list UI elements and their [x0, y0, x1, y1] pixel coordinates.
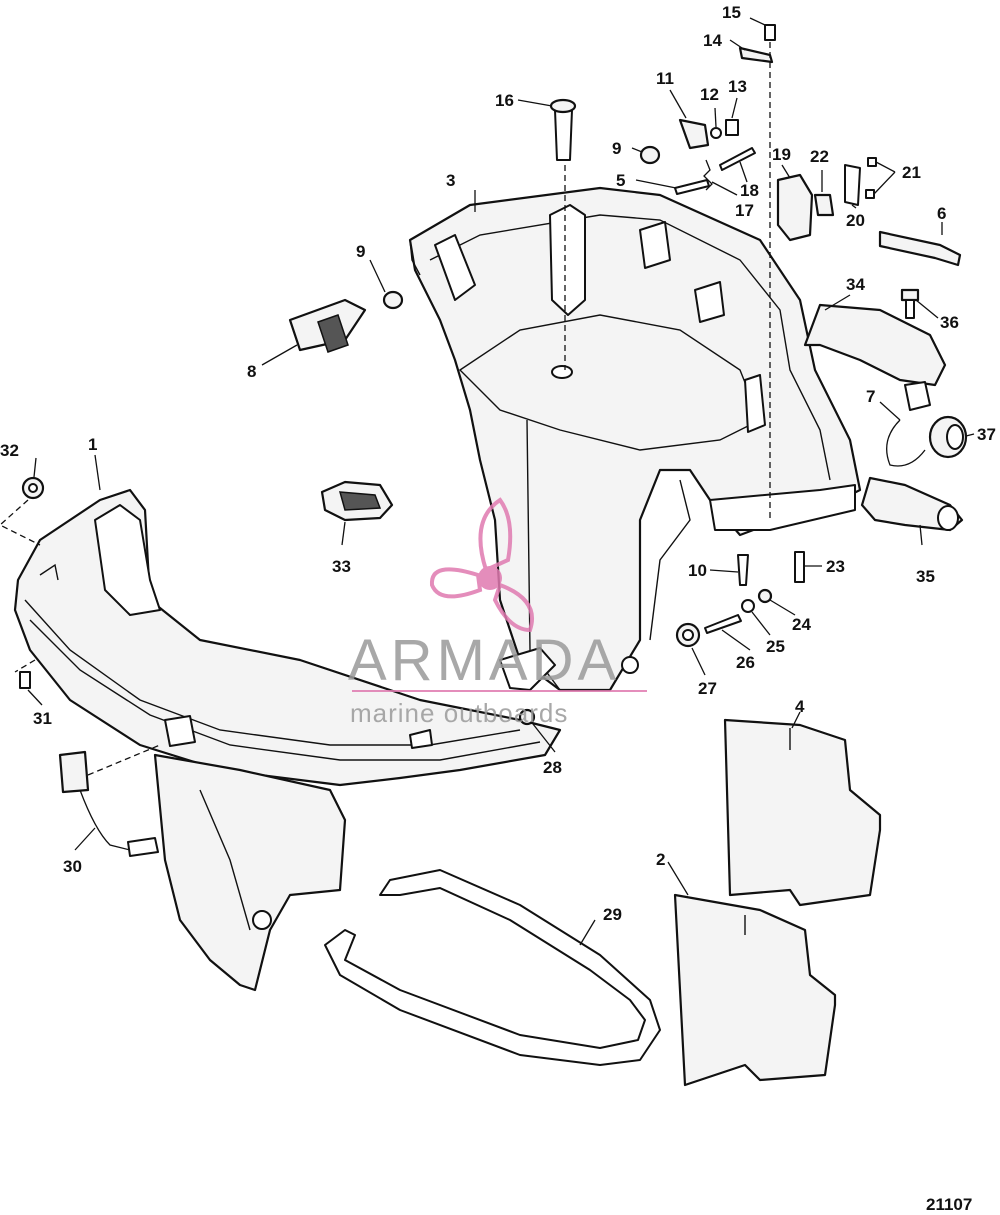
callout-23: 23 [826, 557, 845, 576]
callout-5: 5 [616, 171, 625, 190]
callout-20: 20 [846, 211, 865, 230]
part-6-strip [878, 230, 962, 267]
watermark: ARMADA marine outboards [348, 497, 647, 728]
callout-28: 28 [543, 758, 562, 777]
callout-34: 34 [846, 275, 865, 294]
callout-17: 17 [735, 201, 754, 220]
part-36-bolt [900, 288, 920, 319]
part-11-lever [678, 118, 710, 150]
callout-9-left: 9 [356, 242, 365, 261]
part-31-screw [19, 671, 31, 689]
callout-13: 13 [728, 77, 747, 96]
callout-29: 29 [603, 905, 622, 924]
callout-36: 36 [940, 313, 959, 332]
part-14-clip [738, 46, 774, 64]
part-9-nut-top [639, 145, 661, 165]
callout-27: 27 [698, 679, 717, 698]
propeller-logo-icon [429, 497, 534, 633]
callout-4: 4 [795, 697, 805, 716]
part-20-plate [844, 164, 861, 206]
callout-35: 35 [916, 567, 935, 586]
part-24-nut [757, 588, 773, 604]
callout-labels: 1 2 3 4 5 6 7 8 9 9 10 11 12 13 14 15 16… [0, 3, 996, 924]
part-10-pin [737, 554, 749, 586]
part-37-grommet [928, 415, 968, 459]
part-13-screw [725, 119, 739, 136]
part-5-pin [674, 179, 710, 195]
callout-2: 2 [656, 850, 665, 869]
part-25-washer [741, 599, 755, 613]
callout-25: 25 [766, 637, 785, 656]
callout-6: 6 [937, 204, 946, 223]
small-hardware [19, 24, 877, 726]
part-15-screw [764, 24, 776, 41]
part-33-pad [320, 480, 394, 522]
callout-18: 18 [740, 181, 759, 200]
watermark-brand: ARMADA [348, 628, 620, 693]
callout-22: 22 [810, 147, 829, 166]
part-8-latch [288, 298, 367, 353]
callout-30: 30 [63, 857, 82, 876]
part-22-block [813, 193, 835, 217]
callout-19: 19 [772, 145, 791, 164]
part-23-screw [794, 551, 805, 583]
callout-11: 11 [656, 69, 674, 88]
alignment-lines [0, 42, 771, 776]
part-35-handle [860, 476, 964, 532]
part-17-spring [703, 159, 713, 191]
callout-14: 14 [703, 31, 722, 50]
part-4-side-panel [723, 718, 882, 907]
callout-10: 10 [688, 561, 707, 580]
callout-26: 26 [736, 653, 755, 672]
callout-7: 7 [866, 387, 875, 406]
part-26-pin [704, 614, 742, 634]
callout-1: 1 [88, 435, 97, 454]
part-1-lower-cowl [13, 488, 562, 992]
watermark-tagline: marine outboards [350, 698, 568, 728]
part-34-bracket [803, 303, 947, 411]
callout-21: 21 [902, 163, 921, 182]
part-16-tube [554, 109, 573, 161]
part-12-washer [710, 127, 722, 139]
callout-31: 31 [33, 709, 52, 728]
callout-8: 8 [247, 362, 256, 381]
part-21-screw [867, 157, 877, 167]
part-19-handle [776, 173, 814, 242]
callout-16: 16 [495, 91, 514, 110]
part-28-washer [518, 708, 536, 726]
callout-32: 32 [0, 441, 19, 460]
callout-33: 33 [332, 557, 351, 576]
part-9-nut-left [382, 290, 404, 310]
part-7-clip [886, 419, 926, 467]
part-3-upper-cowl [408, 186, 862, 692]
part-2-side-panel [673, 893, 837, 1087]
part-29-seal [324, 869, 661, 1066]
callout-3: 3 [446, 171, 455, 190]
part-18-rod [719, 147, 756, 171]
leader-lines [27, 17, 975, 946]
part-30-switch [58, 750, 159, 857]
callout-37: 37 [977, 425, 996, 444]
callout-12: 12 [700, 85, 719, 104]
callout-24: 24 [792, 615, 811, 634]
figure-id: 21107 [926, 1195, 972, 1214]
callout-15: 15 [722, 3, 741, 22]
callout-9-top: 9 [612, 139, 621, 158]
